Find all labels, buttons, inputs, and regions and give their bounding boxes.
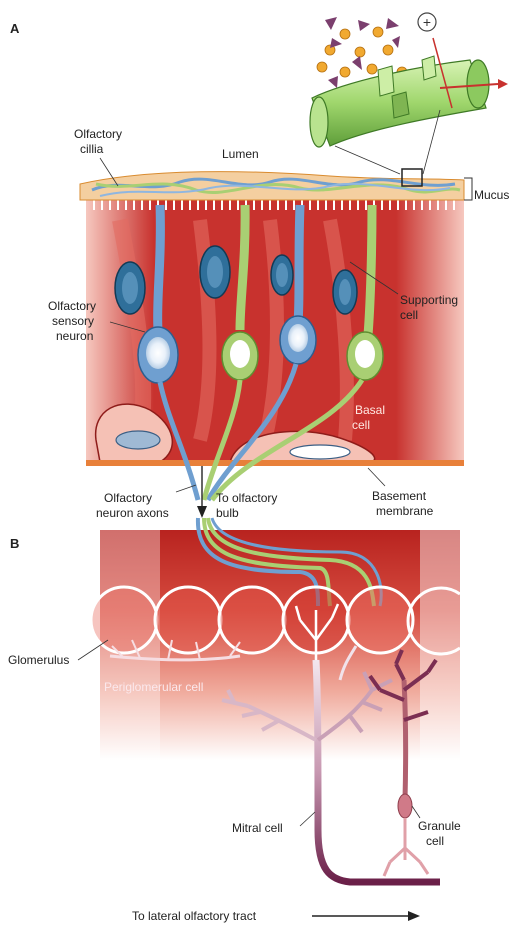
svg-text:Mucus: Mucus: [474, 188, 509, 202]
svg-text:Periglomerular cell: Periglomerular cell: [104, 680, 203, 694]
svg-text:+: +: [423, 14, 431, 30]
label-periglomerular-cell: Periglomerular cell: [104, 680, 203, 694]
plus-sign: +: [418, 13, 436, 31]
label-lateral-olfactory-tract: To lateral olfactory tract: [132, 909, 420, 923]
mucus-layer: [80, 169, 464, 200]
panel-a-label: A: [10, 21, 20, 36]
label-mitral-cell: Mitral cell: [232, 812, 315, 835]
svg-text:Glomerulus: Glomerulus: [8, 653, 69, 667]
svg-text:To lateral olfactory tract: To lateral olfactory tract: [132, 909, 257, 923]
label-mucus: Mucus: [464, 178, 509, 202]
label-lumen: Lumen: [222, 147, 259, 161]
svg-text:Mitral cell: Mitral cell: [232, 821, 283, 835]
receptor-tube: [310, 38, 508, 147]
label-glomerulus: Glomerulus: [8, 640, 108, 667]
panel-b-label: B: [10, 536, 19, 551]
receptor-inset: +: [310, 13, 508, 174]
